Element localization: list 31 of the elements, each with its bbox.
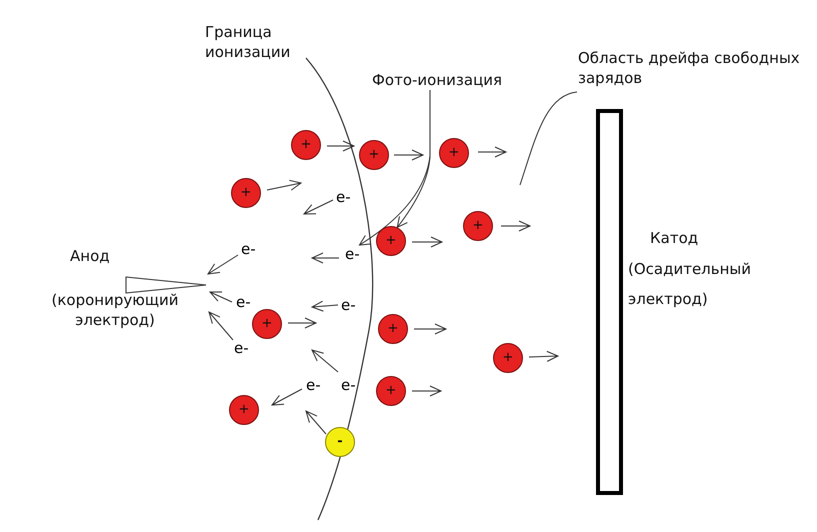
positive-ion: + [231,178,261,208]
electron-label: e- [306,376,321,394]
leader-line [396,90,430,228]
electrode-label: (коронирующий электрод) [50,290,180,330]
photo-ionization-label: Фото-ионизация [372,70,512,90]
negative-ion: - [325,427,355,457]
electron-label: e- [345,245,360,263]
drift-region-label: Область дрейфа свободных зарядов [578,48,817,88]
positive-ion: + [463,211,493,241]
leader-line [520,92,578,186]
cathode-plate [596,109,623,495]
electron-label: e- [336,188,351,206]
electron-label: e- [341,376,356,394]
electrode-label: (Осадительный электрод) [628,259,752,310]
electrode-label: Катод [650,228,700,248]
positive-ion: + [376,226,406,256]
positive-ion: + [439,138,469,168]
positive-ion: + [376,376,406,406]
electron-label: e- [236,293,251,311]
positive-ion: + [378,314,408,344]
positive-ion: + [493,343,523,373]
positive-ion: + [291,130,321,160]
anode-tip [126,276,206,294]
boundary-label: Граница ионизации [205,22,292,62]
positive-ion: + [252,309,282,339]
positive-ion: + [229,395,259,425]
electron-label: e- [341,296,356,314]
electron-label: e- [241,240,256,258]
electrode-label: Анод [70,246,111,266]
electron-label: e- [234,339,249,357]
positive-ion: + [359,140,389,170]
